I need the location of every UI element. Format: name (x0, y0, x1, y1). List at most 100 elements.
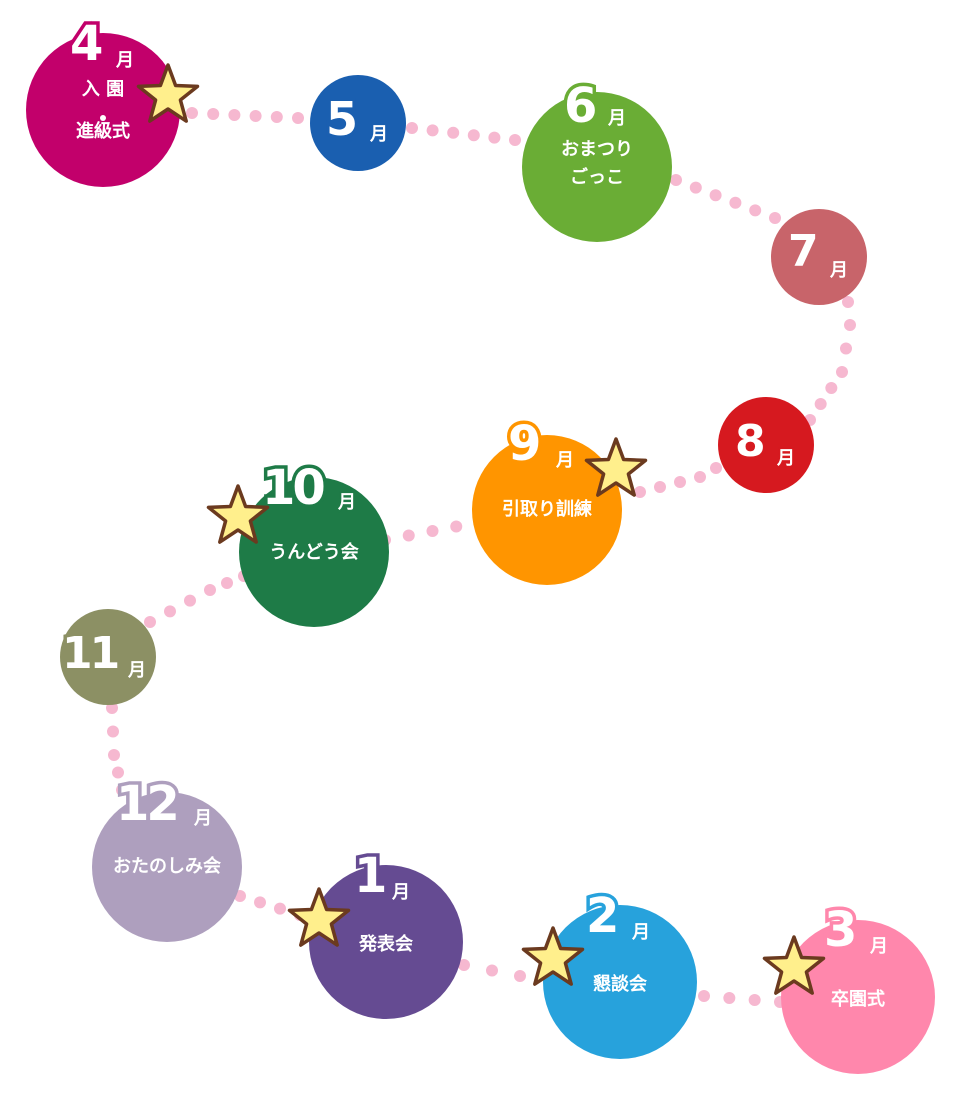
star-icon (584, 437, 648, 497)
path-dot (254, 896, 266, 909)
path-dot (186, 107, 198, 119)
path-dot (836, 366, 848, 378)
path-dot (116, 784, 128, 796)
path-dot (689, 181, 702, 194)
path-dot (670, 174, 682, 186)
month-suffix: 月 (630, 922, 652, 944)
path-dot (112, 766, 124, 779)
event-label: 引取り訓練 (502, 499, 592, 520)
month-suffix: 月 (368, 124, 390, 146)
star-icon (136, 63, 200, 123)
path-dot (221, 577, 233, 589)
month-suffix: 月 (126, 660, 148, 682)
month-suffix: 月 (828, 260, 850, 282)
path-dot (514, 970, 526, 982)
month-october: 10 月 うんどう会 (239, 461, 389, 627)
month-march: 3 月 卒園式 (781, 903, 935, 1074)
path-dot (749, 204, 762, 217)
path-dot (108, 749, 120, 761)
separator-dot (100, 115, 106, 121)
path-dot (634, 486, 646, 498)
path-dot (292, 112, 304, 124)
month-number: 1 (350, 848, 391, 904)
path-dot (509, 134, 521, 146)
month-number: 4 (66, 16, 107, 72)
month-suffix: 月 (868, 936, 890, 958)
path-dot (406, 122, 418, 134)
month-number: 8 (732, 416, 769, 467)
path-dot (106, 702, 118, 714)
month-suffix: 月 (390, 882, 412, 904)
month-suffix: 月 (775, 448, 797, 470)
month-suffix: 月 (554, 450, 576, 472)
path-dot (710, 462, 722, 474)
path-dot (654, 481, 666, 493)
path-dot (447, 126, 460, 139)
path-dot (723, 992, 736, 1004)
path-dot (486, 964, 498, 977)
path-dot (426, 525, 439, 537)
month-november: 11 月 (58, 609, 156, 705)
event-label: 卒園式 (831, 989, 885, 1010)
month-suffix: 月 (192, 808, 214, 830)
month-july: 7 月 (771, 209, 867, 305)
path-dot (204, 584, 216, 596)
path-dot (748, 994, 761, 1006)
path-dot (450, 520, 463, 533)
month-suffix: 月 (336, 492, 358, 514)
month-number: 3 (820, 902, 861, 958)
path-dot (144, 616, 156, 628)
star-icon (521, 926, 585, 986)
month-december: 12 月 おたのしみ会 (92, 777, 242, 942)
month-number: 5 (322, 92, 361, 146)
event-label: うんどう会 (269, 542, 359, 563)
path-dot (270, 111, 283, 123)
path-dot (769, 212, 781, 224)
month-number: 7 (785, 226, 822, 277)
path-dot (840, 342, 852, 355)
event-label: 発表会 (359, 934, 413, 955)
path-dot (249, 110, 262, 122)
path-dot (426, 124, 439, 137)
month-number: 9 (504, 416, 545, 472)
path-dot (842, 296, 854, 308)
path-dot (825, 382, 838, 394)
path-dot (228, 109, 241, 121)
path-dot (694, 471, 706, 483)
star-icon (206, 484, 270, 544)
path-dot (402, 529, 415, 542)
month-june: 6 月 おまつり ごっこ (522, 79, 672, 242)
path-dot (709, 189, 722, 202)
month-number: 6 (560, 78, 601, 134)
event-label: 入 園 (81, 79, 125, 100)
path-dot (844, 319, 856, 331)
month-suffix: 月 (114, 50, 136, 72)
star-icon (287, 887, 351, 947)
path-dot (467, 129, 480, 142)
event-label: おたのしみ会 (113, 856, 221, 877)
event-label: 懇談会 (593, 974, 647, 995)
path-dot (107, 725, 119, 738)
month-number: 11 (58, 628, 123, 679)
month-may: 5 月 (310, 75, 406, 171)
month-august: 8 月 (718, 397, 814, 493)
event-label: おまつり (561, 139, 633, 160)
star-icon (762, 935, 826, 995)
path-dot (164, 605, 176, 618)
month-number: 12 (113, 776, 184, 832)
path-dot (729, 196, 742, 209)
event-label: 進級式 (76, 121, 130, 142)
path-dot (814, 398, 827, 410)
path-dot (274, 902, 286, 915)
path-dot (458, 959, 470, 971)
path-dot (207, 108, 220, 120)
event-label: ごっこ (570, 167, 624, 188)
month-number: 2 (582, 888, 623, 944)
path-dot (184, 594, 196, 607)
path-dot (674, 476, 686, 488)
path-dot (488, 131, 501, 144)
month-suffix: 月 (606, 108, 628, 130)
path-dot (698, 990, 710, 1002)
